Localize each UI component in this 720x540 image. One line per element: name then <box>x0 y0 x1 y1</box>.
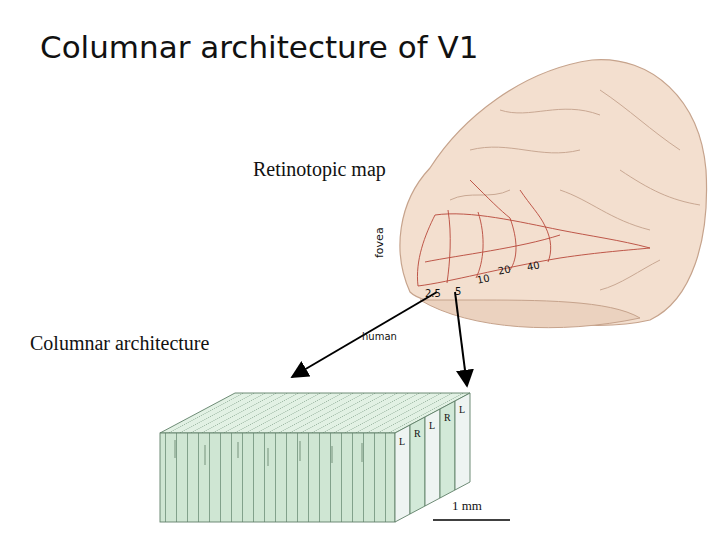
map-label: fovea <box>374 227 386 258</box>
eccentricity-number: 5 <box>455 286 461 297</box>
brain-drawing <box>400 60 707 328</box>
scale-bar <box>433 519 510 521</box>
section-label: Columnar architecture <box>30 332 209 354</box>
eye-column-label: L <box>399 436 405 447</box>
eccentricity-number: 2.5 <box>425 288 441 299</box>
eye-column-label: R <box>414 428 421 439</box>
species-label: human <box>362 331 397 342</box>
pointer-arrow <box>292 292 437 377</box>
section-label: Retinotopic map <box>253 158 386 180</box>
scale-label: 1 mm <box>452 499 482 513</box>
eye-column-label: L <box>459 404 465 415</box>
eye-column-label: L <box>429 420 435 431</box>
pointer-arrow <box>455 292 467 386</box>
eye-column-label: R <box>444 412 451 423</box>
column-block <box>160 393 470 522</box>
slide-title: Columnar architecture of V1 <box>40 30 478 64</box>
